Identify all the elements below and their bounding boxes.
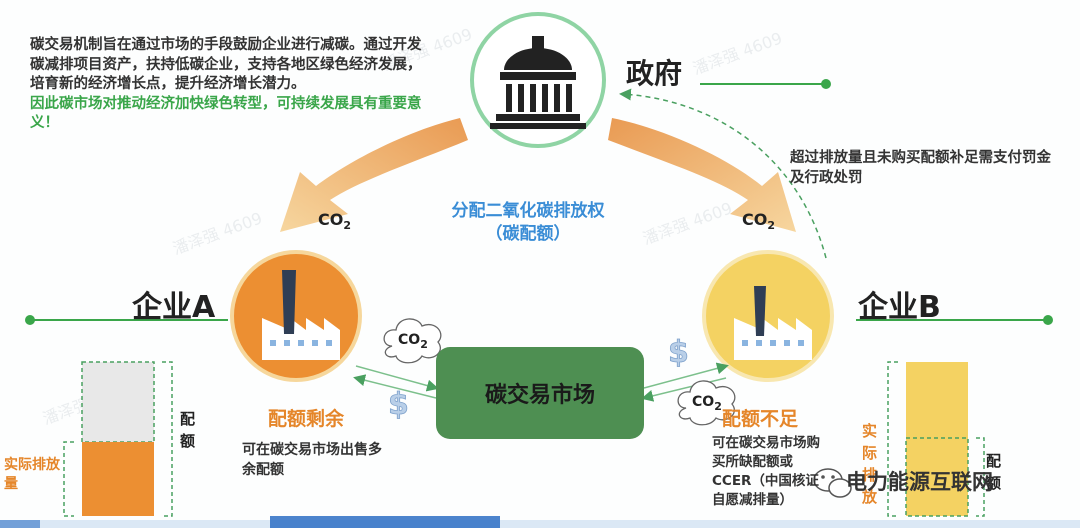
co2-label-right: CO2 xyxy=(742,210,775,232)
enterprise-a-emission-bar xyxy=(63,361,173,517)
co2-cloud-icon xyxy=(383,318,442,364)
market-arrows-left xyxy=(353,365,439,399)
enterprise-b-status: 配额不足 xyxy=(722,408,799,430)
enterprise-a-actual-label: 实际排放量 xyxy=(4,457,60,492)
co2-cloud-label: CO2 xyxy=(398,332,428,351)
timeline-left xyxy=(25,315,228,325)
allocation-arrow-right xyxy=(608,118,796,232)
co2-base: CO xyxy=(398,332,421,348)
government-node xyxy=(470,12,606,148)
enterprise-b-node xyxy=(702,250,834,382)
intro-body: 碳交易机制旨在通过市场的手段鼓励企业进行减碳。通过开发碳减排项目资产，扶持低碳企… xyxy=(30,37,422,92)
factory-icon xyxy=(262,270,340,360)
enterprise-a-quota-label: 配额 xyxy=(180,410,196,450)
enterprise-b-quota-label: 配额 xyxy=(986,452,1002,492)
allocation-label: 分配二氧化碳排放权 （碳配额） xyxy=(448,200,608,246)
government-label: 政府 xyxy=(626,57,683,90)
co2-base: CO xyxy=(742,210,768,229)
footer-decoration xyxy=(0,516,1080,528)
timeline-right xyxy=(856,315,1053,325)
allocation-line2: （碳配额） xyxy=(485,224,571,244)
dollar-icon: $ xyxy=(668,335,689,370)
co2-sub: 2 xyxy=(343,219,351,233)
brand-icon xyxy=(813,468,852,498)
brand-name: 电力能源互联网 xyxy=(846,470,993,494)
allocation-line1: 分配二氧化碳排放权 xyxy=(451,201,605,221)
enterprise-b-emission-bar xyxy=(887,361,985,517)
enterprise-a-node xyxy=(230,250,362,382)
co2-cloud-label: CO2 xyxy=(692,394,722,413)
timeline-gov xyxy=(700,79,831,89)
carbon-market-label: 碳交易市场 xyxy=(484,383,595,408)
co2-base: CO xyxy=(692,394,715,410)
co2-sub: 2 xyxy=(714,399,722,413)
intro-highlight: 因此碳市场对推动经济加快绿色转型，可持续发展具有重要意义！ xyxy=(30,95,422,132)
enterprise-a-label: 企业A xyxy=(132,290,216,325)
market-arrows-right xyxy=(641,362,729,402)
enterprise-b-actual-label: 实际排放 xyxy=(862,422,878,506)
penalty-note: 超过排放量且未购买配额补足需支付罚金及行政处罚 xyxy=(790,150,1051,186)
enterprise-b-label: 企业B xyxy=(858,290,941,325)
government-building-icon xyxy=(490,36,586,129)
intro-text: 碳交易机制旨在通过市场的手段鼓励企业进行减碳。通过开发碳减排项目资产，扶持低碳企… xyxy=(30,36,430,134)
co2-base: CO xyxy=(318,210,344,229)
dollar-icon: $ xyxy=(388,387,409,422)
enterprise-a-status: 配额剩余 xyxy=(268,408,345,430)
co2-label-left: CO2 xyxy=(318,210,351,232)
co2-sub: 2 xyxy=(767,219,775,233)
enterprise-b-desc: 可在碳交易市场购买所缺配额或CCER（中国核证自愿减排量） xyxy=(712,435,820,508)
carbon-market-box: 碳交易市场 xyxy=(436,347,644,439)
enterprise-a-desc: 可在碳交易市场出售多余配额 xyxy=(242,442,382,478)
penalty-arrow xyxy=(619,88,827,259)
co2-cloud-icon xyxy=(677,380,736,426)
allocation-arrow-left xyxy=(280,118,468,232)
co2-sub: 2 xyxy=(420,337,428,351)
factory-icon xyxy=(734,286,812,360)
